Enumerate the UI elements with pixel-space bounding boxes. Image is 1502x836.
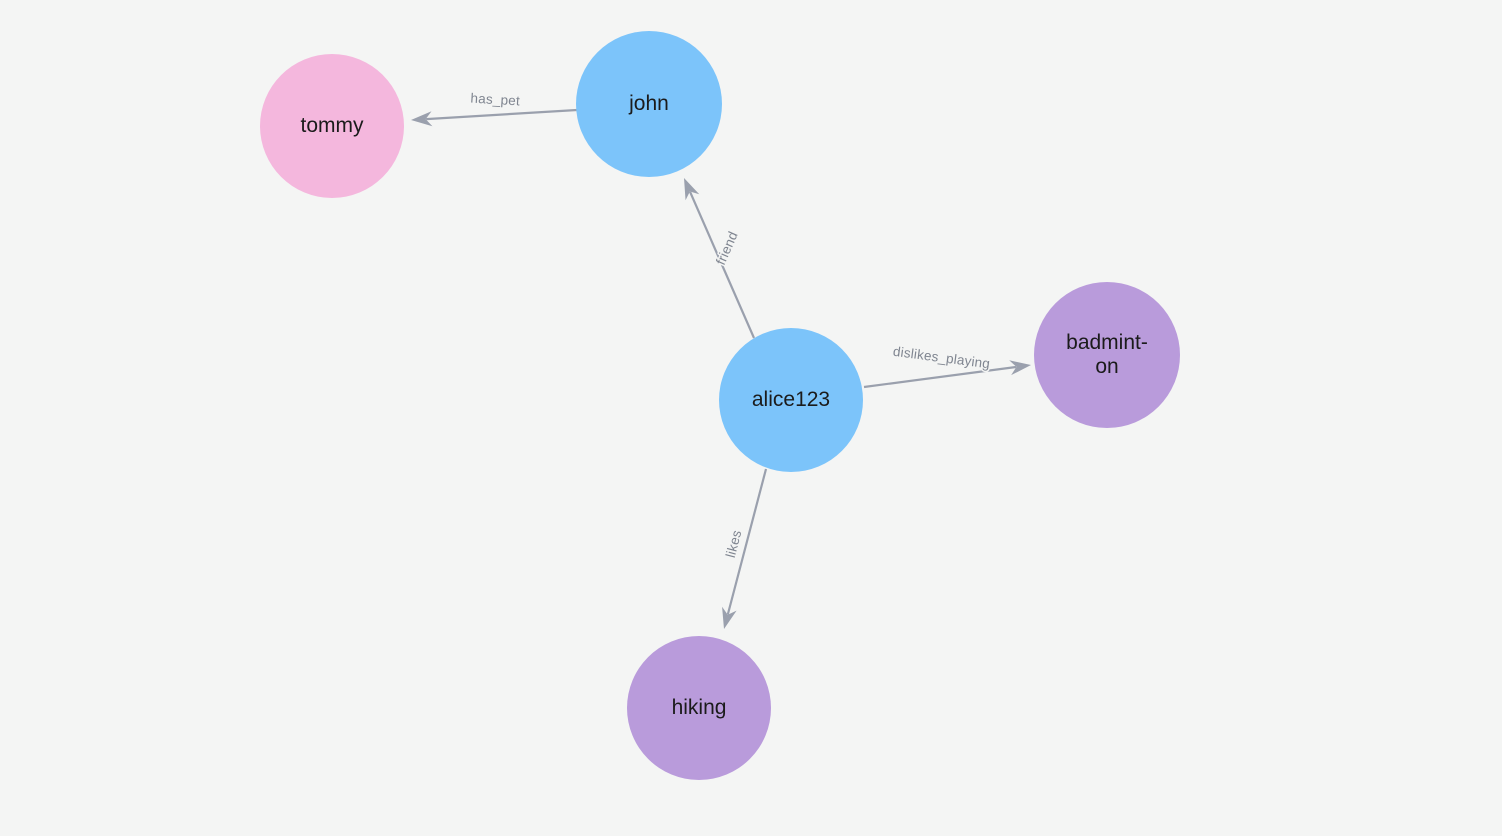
node-label: tommy bbox=[300, 114, 364, 138]
graph-node-alice123[interactable]: alice123 bbox=[719, 328, 863, 472]
node-label: hiking bbox=[671, 696, 727, 720]
edge-line bbox=[426, 108, 578, 121]
edge-line bbox=[726, 468, 768, 615]
graph-node-john[interactable]: john bbox=[576, 31, 722, 177]
edge-line bbox=[863, 365, 1017, 389]
edge-label: friend bbox=[713, 229, 741, 267]
graph-node-tommy[interactable]: tommy bbox=[260, 54, 404, 198]
edge-label: dislikes_playing bbox=[892, 344, 991, 372]
edge-arrowhead bbox=[684, 178, 700, 201]
edge-arrowhead bbox=[411, 111, 433, 127]
edge-arrowhead bbox=[1009, 360, 1031, 376]
graph-node-badminton[interactable]: badmint- on bbox=[1034, 282, 1180, 428]
graph-node-hiking[interactable]: hiking bbox=[627, 636, 771, 780]
node-label: john bbox=[629, 92, 669, 116]
graph-edge[interactable]: likes bbox=[721, 468, 768, 629]
edge-label: likes bbox=[723, 528, 745, 559]
edge-label: has_pet bbox=[470, 91, 520, 109]
node-label: badmint- on bbox=[1066, 331, 1148, 378]
edge-arrowhead bbox=[722, 606, 737, 629]
node-label: alice123 bbox=[751, 388, 831, 412]
graph-edge[interactable]: dislikes_playing bbox=[863, 342, 1031, 389]
graph-edge[interactable]: friend bbox=[684, 178, 756, 339]
graph-edge[interactable]: has_pet bbox=[411, 89, 578, 127]
edge-line bbox=[689, 191, 756, 339]
